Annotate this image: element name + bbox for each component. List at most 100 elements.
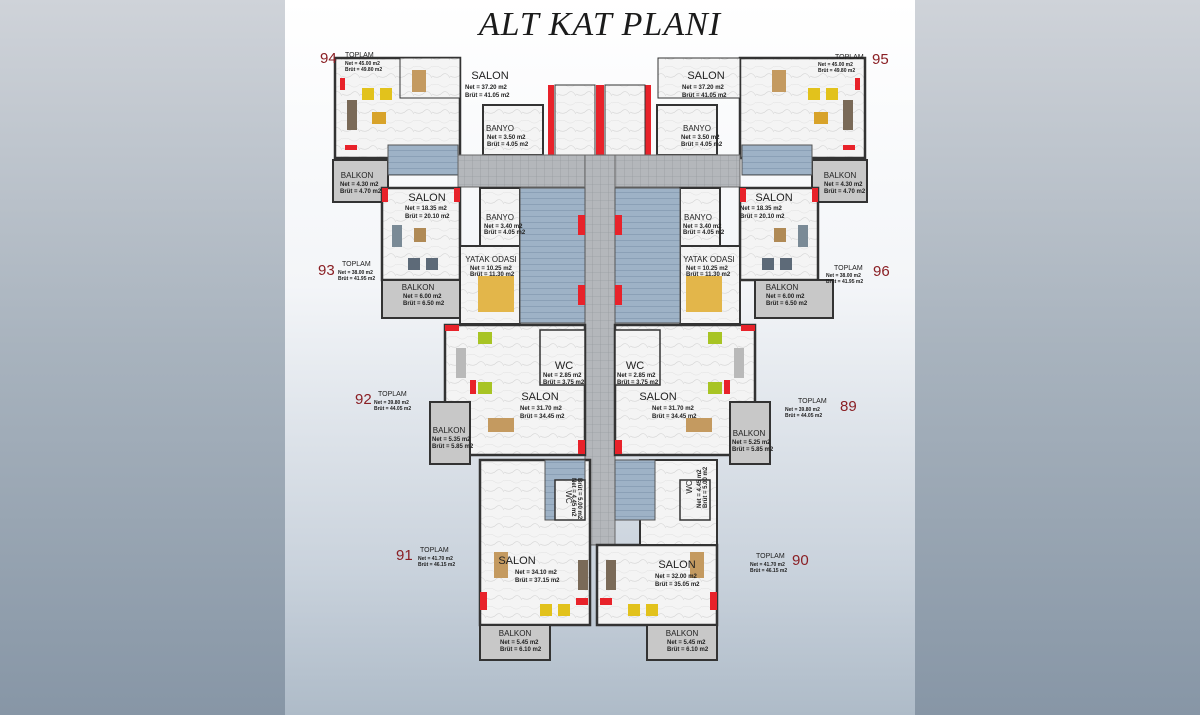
wall-segment: [710, 592, 717, 610]
room-brut: Brüt = 11.30 m2: [686, 272, 731, 278]
wall-segment: [645, 85, 651, 155]
armchair-icon: [780, 258, 792, 270]
dining-table-icon: [412, 70, 426, 92]
room-balkon: [729, 401, 771, 465]
total-net: Net = 45.00 m2: [345, 61, 380, 67]
unit-label-93: 93 TOPLAM Net = 38.00 m2 Brüt = 41.95 m2: [318, 261, 375, 282]
wall-segment: [382, 188, 388, 202]
room-brut: Brüt = 5.85 m2: [432, 444, 474, 450]
room-net: Net = 2.85 m2: [543, 373, 582, 379]
room-label: BANYO: [486, 213, 514, 222]
room-balkon: [811, 159, 868, 203]
room-brut: Brüt = 4.70 m2: [824, 189, 866, 195]
room-net: Net = 6.00 m2: [766, 294, 805, 300]
armchair-icon: [762, 258, 774, 270]
total-label: TOPLAM: [756, 553, 785, 560]
unit-92: [429, 323, 587, 465]
room-net: Net = 32.00 m2: [655, 574, 698, 580]
room-label: YATAK ODASI: [465, 255, 517, 264]
wall-segment: [843, 145, 855, 150]
room-brut: Brüt = 3.75 m2: [543, 380, 585, 386]
room-brut: Brüt = 6.10 m2: [500, 647, 542, 653]
room-brut: Brüt = 5.00 m2: [703, 466, 709, 508]
room-brut: Brüt = 34.45 m2: [520, 414, 565, 420]
total-label: TOPLAM: [342, 261, 371, 268]
unit-89: [613, 323, 771, 465]
room-balkon: [646, 624, 718, 661]
total-net: Net = 41.70 m2: [750, 562, 785, 568]
sofa-icon: [456, 348, 466, 378]
room-wc: [614, 329, 661, 386]
room-brut: Brüt = 4.05 m2: [484, 230, 526, 236]
table-icon: [774, 228, 786, 242]
room-brut: Brüt = 20.10 m2: [405, 214, 450, 220]
unit-94: [332, 56, 544, 203]
sofa-icon: [843, 100, 853, 130]
room-label: BALKON: [341, 171, 374, 180]
wall-segment: [855, 78, 860, 90]
total-net: Net = 41.70 m2: [418, 556, 453, 562]
armchair-icon: [558, 604, 570, 616]
unit-90: [595, 459, 719, 661]
room-brut: Brüt = 11.30 m2: [470, 272, 515, 278]
room-label: BALKON: [766, 283, 799, 292]
wall-segment: [812, 188, 818, 202]
entry-niche: [604, 84, 646, 156]
room-label: BALKON: [733, 429, 766, 438]
room-wc: [679, 479, 711, 521]
room-net: Net = 3.50 m2: [487, 135, 526, 141]
room-balkon: [754, 279, 834, 319]
total-brut: Brüt = 49.80 m2: [818, 68, 855, 74]
bed-icon: [478, 276, 514, 312]
table-icon: [372, 112, 386, 124]
room-net: Net = 31.70 m2: [520, 406, 563, 412]
sofa-icon: [392, 225, 402, 247]
wall-segment: [548, 85, 554, 155]
room-net: Net = 34.10 m2: [515, 570, 558, 576]
room-net: Net = 37.20 m2: [465, 85, 508, 91]
table-icon: [414, 228, 426, 242]
room-net: Net = 2.85 m2: [617, 373, 656, 379]
total-net: Net = 38.00 m2: [338, 270, 373, 276]
room-net: Net = 5.45 m2: [667, 640, 706, 646]
armchair-icon: [808, 88, 820, 100]
room-label: BALKON: [824, 171, 857, 180]
room-brut: Brüt = 4.05 m2: [487, 142, 529, 148]
room-net: Net = 3.50 m2: [681, 135, 720, 141]
room-salon: [657, 57, 741, 99]
room-net: Net = 4.30 m2: [340, 182, 379, 188]
wall-segment: [345, 145, 357, 150]
room-balkon: [429, 401, 471, 465]
right-backdrop: [915, 0, 1200, 715]
wall-segment: [600, 598, 612, 605]
armchair-icon: [478, 382, 492, 394]
total-label: TOPLAM: [345, 52, 374, 59]
wall-segment: [724, 380, 730, 394]
room-net: Net = 3.40 m2: [484, 224, 523, 230]
room-brut: Brüt = 4.70 m2: [340, 189, 382, 195]
wall-segment: [578, 440, 585, 454]
dining-table-icon: [686, 418, 712, 432]
room-label: WC: [564, 490, 573, 504]
total-label: TOPLAM: [798, 398, 827, 405]
room-balkon: [381, 279, 461, 319]
total-net: Net = 39.80 m2: [374, 400, 409, 406]
armchair-icon: [708, 332, 722, 344]
room-label: BANYO: [486, 124, 514, 133]
unit-label-92: 92 TOPLAM Net = 39.80 m2 Brüt = 44.05 m2: [355, 391, 411, 412]
unit-93: [380, 186, 586, 325]
room-net: Net = 3.40 m2: [683, 224, 722, 230]
total-label: TOPLAM: [835, 54, 864, 61]
room-label: SALON: [521, 391, 558, 403]
room-brut: Brüt = 6.50 m2: [403, 301, 445, 307]
wall-segment: [480, 592, 487, 610]
unit-number: 94: [320, 50, 337, 67]
armchair-icon: [426, 258, 438, 270]
total-label: TOPLAM: [378, 391, 407, 398]
unit-number: 89: [840, 398, 857, 415]
bed-icon: [686, 276, 722, 312]
room-label: SALON: [658, 559, 695, 571]
wall-segment: [578, 215, 585, 235]
room-salon: [478, 458, 592, 627]
